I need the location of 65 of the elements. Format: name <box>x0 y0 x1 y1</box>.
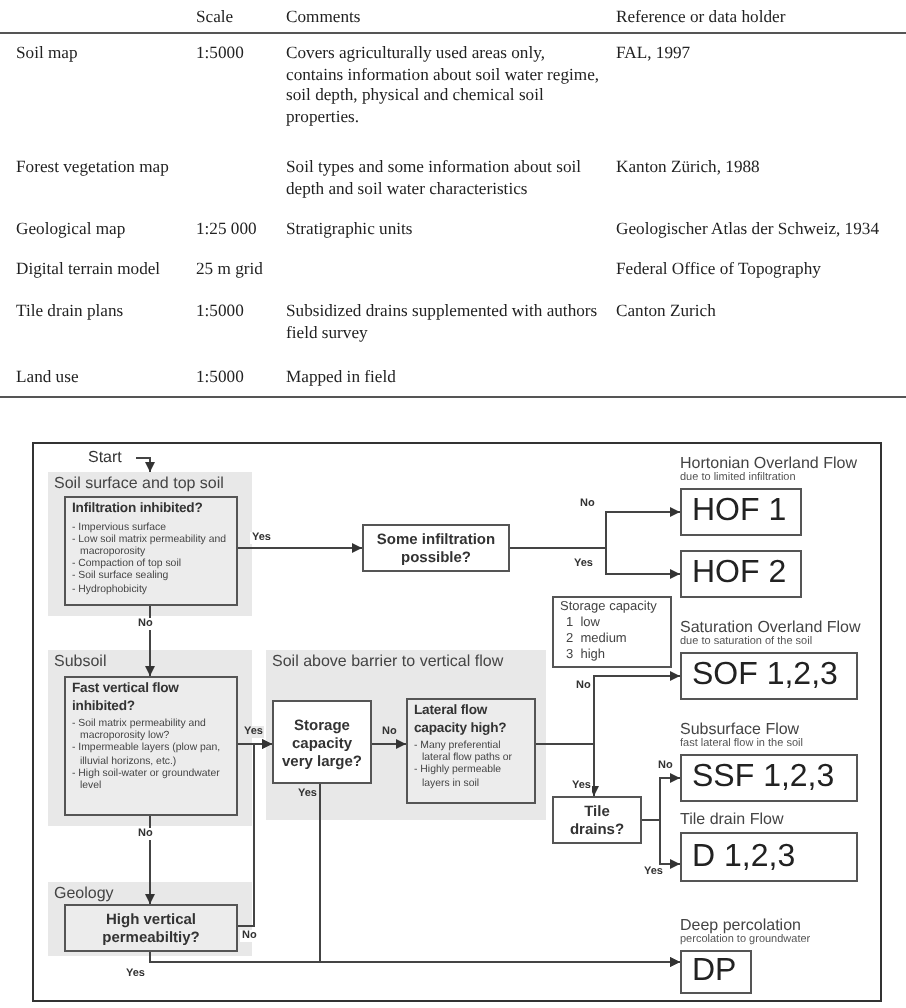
question-box <box>64 676 238 816</box>
table-cell-text: Geologischer Atlas der Schweiz, 1934 <box>616 218 881 240</box>
table-cell-text: 1:25 000 <box>196 218 259 240</box>
table-cell-text: Tile drain plans <box>16 300 126 322</box>
question-box <box>406 698 536 804</box>
result-box <box>680 754 858 802</box>
flow-type-label: Saturation Overland Flow <box>680 617 861 635</box>
table-cell-text: Soil map <box>16 42 80 64</box>
table-cell-text: Mapped in field <box>286 366 398 388</box>
table-cell-text: FAL, 1997 <box>616 42 693 64</box>
section-title: Soil surface and top soil <box>54 474 224 494</box>
table-cell-text: Covers agriculturally used areas only, contains information about soil water regime, soil depth, physical and chemical soil properties. <box>286 42 602 128</box>
column-header: Scale <box>196 6 236 28</box>
table-cell-text: Soil types and some information about soil depth and soil water characteristics <box>286 156 584 199</box>
connector-arrow <box>145 815 155 905</box>
result-code: HOF 2 <box>692 556 787 592</box>
question-box <box>64 496 238 606</box>
table-cell-text: 1:5000 <box>196 300 246 322</box>
section-title: Soil above barrier to vertical flow <box>272 652 504 672</box>
section-panel <box>48 472 252 616</box>
connector-arrow <box>641 819 681 869</box>
connector-arrow <box>237 739 273 927</box>
table-cell-text: Forest vegetation map <box>16 156 171 178</box>
column-header: Comments <box>286 6 363 28</box>
result-code: DP <box>692 954 737 990</box>
result-box <box>680 652 858 700</box>
table-cell-text: Canton Zurich <box>616 300 718 322</box>
table-cell-text: Land use <box>16 366 81 388</box>
decision-box <box>362 524 510 572</box>
key-box <box>552 596 672 668</box>
flow-type-label: Deep percolation <box>680 915 803 933</box>
connector-arrow <box>371 739 407 749</box>
table-cell-text: 25 m grid <box>196 258 265 280</box>
connector-arrow <box>145 605 155 677</box>
section-panel <box>266 650 546 820</box>
result-code: HOF 1 <box>692 494 787 530</box>
result-code: SOF 1,2,3 <box>692 658 838 694</box>
decision-box <box>552 796 642 844</box>
table-cell-text: Subsidized drains supplemented with authors field survey <box>286 300 600 343</box>
table-cell-text: Stratigraphic units <box>286 218 415 240</box>
result-box <box>680 550 802 598</box>
decision-box <box>64 904 238 952</box>
table-cell-text: Geological map <box>16 218 128 240</box>
flow-type-label: Hortonian Overland Flow <box>680 453 857 471</box>
connector-arrow <box>237 543 363 553</box>
start-label: Start <box>88 448 136 468</box>
decision-box <box>272 700 372 784</box>
table-cell-text: Federal Office of Topography <box>616 258 823 280</box>
table-cell-text: Digital terrain model <box>16 258 163 280</box>
result-box <box>680 950 752 994</box>
connector-arrow <box>135 457 155 473</box>
result-code: SSF 1,2,3 <box>692 760 835 796</box>
column-header: Reference or data holder <box>616 6 788 28</box>
result-code: D 1,2,3 <box>692 839 796 875</box>
result-box <box>680 488 802 536</box>
section-title: Subsoil <box>54 652 107 672</box>
connector-arrow <box>149 951 681 967</box>
flow-type-label: Tile drain Flow <box>680 810 784 828</box>
table-cell-text: 1:5000 <box>196 42 246 64</box>
connector-arrow <box>509 547 681 579</box>
table-cell-text: 1:5000 <box>196 366 246 388</box>
flow-type-label: Subsurface Flow <box>680 719 802 737</box>
result-box <box>680 832 858 882</box>
section-title: Geology <box>54 884 114 904</box>
table-cell-text: Kanton Zürich, 1988 <box>616 156 762 178</box>
